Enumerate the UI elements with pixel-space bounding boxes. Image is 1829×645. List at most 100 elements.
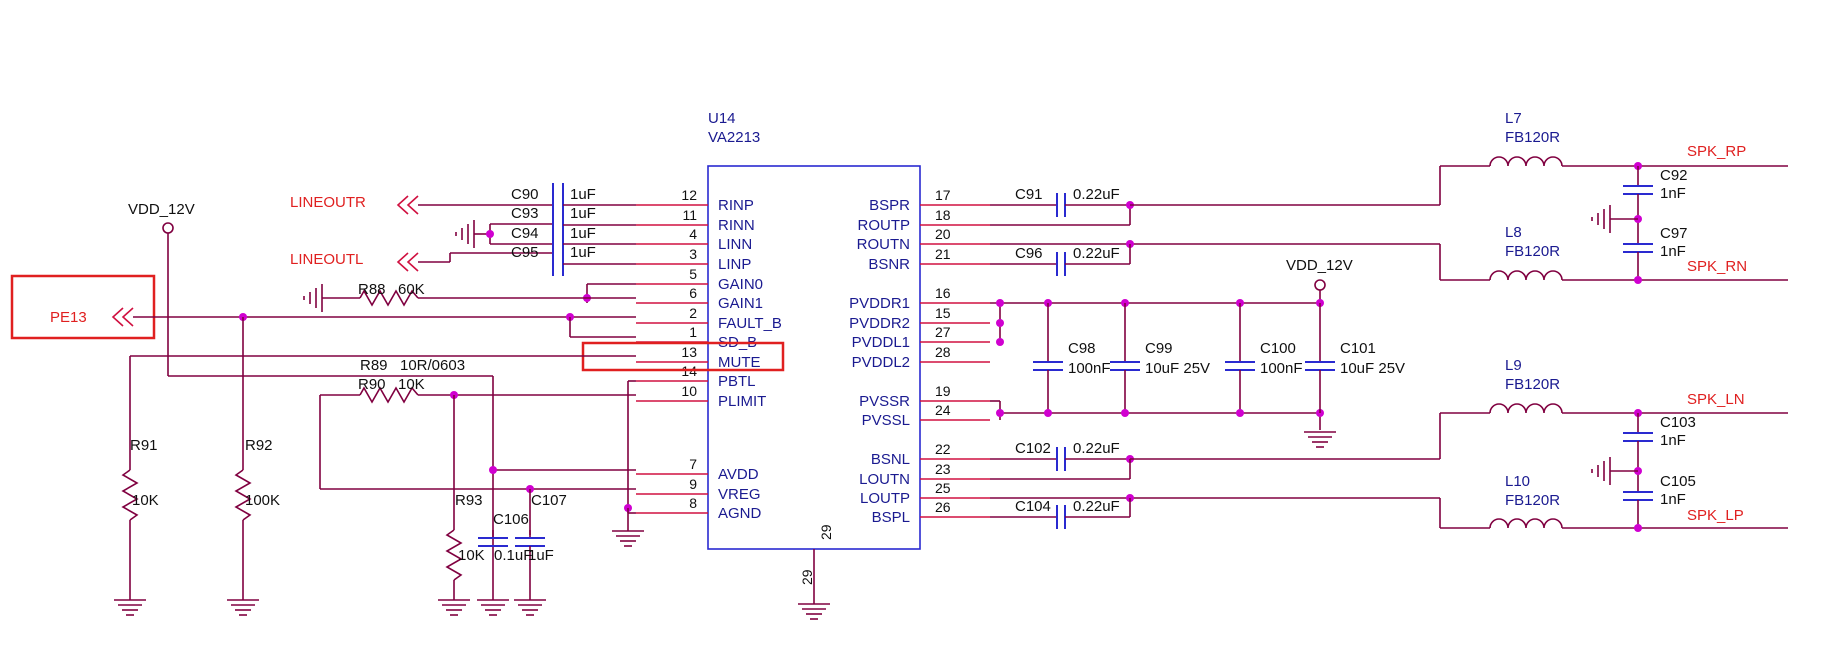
svg-text:AVDD: AVDD xyxy=(718,466,759,483)
r93-ref: R93 xyxy=(455,492,483,509)
l10-ref: L10 xyxy=(1505,473,1530,490)
svg-text:VDD_12V: VDD_12V xyxy=(128,201,195,218)
svg-text:4: 4 xyxy=(689,226,697,242)
pe13-highlight-box[interactable] xyxy=(10,274,156,340)
cap-c95-value: 1uF xyxy=(570,244,596,261)
inductor-l7[interactable] xyxy=(1489,156,1563,167)
net-port-lineoutr[interactable]: LINEOUTR xyxy=(290,194,419,215)
cap-c90-value: 1uF xyxy=(570,186,596,203)
svg-text:2: 2 xyxy=(689,305,697,321)
inductor-l9[interactable] xyxy=(1489,403,1563,414)
svg-text:13: 13 xyxy=(681,344,697,360)
inductor-l10[interactable] xyxy=(1489,518,1563,529)
capacitor-c103[interactable] xyxy=(1623,432,1653,442)
svg-text:MUTE: MUTE xyxy=(718,354,761,371)
inductor-l8[interactable] xyxy=(1489,270,1563,281)
net-port-lineoutl[interactable]: LINEOUTL xyxy=(290,251,419,272)
capacitor-c106[interactable] xyxy=(478,530,508,547)
svg-text:21: 21 xyxy=(935,246,951,262)
l10-value: FB120R xyxy=(1505,492,1560,509)
resistor-r90[interactable] xyxy=(359,386,419,404)
ic-right-pin-names: BSPR ROUTP ROUTN BSNR PVDDR1 PVDDR2 PVDD… xyxy=(849,197,910,526)
svg-text:23: 23 xyxy=(935,461,951,477)
l9-ref: L9 xyxy=(1505,357,1522,374)
svg-text:10: 10 xyxy=(681,383,697,399)
svg-text:3: 3 xyxy=(689,246,697,262)
net-spk-rp: SPK_RP xyxy=(1687,143,1746,160)
capacitor-c98[interactable] xyxy=(1033,299,1063,417)
ground-symbol xyxy=(455,220,475,248)
svg-text:11: 11 xyxy=(682,207,697,223)
cap-c93-value: 1uF xyxy=(570,205,596,222)
power-port-vdd-left[interactable]: VDD_12V xyxy=(128,201,195,376)
svg-text:BSPR: BSPR xyxy=(869,197,910,214)
c98-ref: C98 xyxy=(1068,340,1096,357)
net-pe13-label: PE13 xyxy=(50,309,87,326)
svg-text:ROUTN: ROUTN xyxy=(857,236,910,253)
input-capacitor-bank[interactable] xyxy=(552,183,564,276)
r90-value: 10K xyxy=(398,376,425,393)
ground-symbol xyxy=(303,284,323,312)
svg-text:VDD_12V: VDD_12V xyxy=(1286,257,1353,274)
power-port-vdd-right[interactable]: VDD_12V xyxy=(1286,257,1353,303)
svg-text:16: 16 xyxy=(935,285,951,301)
svg-text:9: 9 xyxy=(689,476,697,492)
c92-value: 1nF xyxy=(1660,185,1686,202)
c102-ref: C102 xyxy=(1015,440,1051,457)
ground-symbol xyxy=(514,599,546,616)
c104-value: 0.22uF xyxy=(1073,498,1120,515)
c91-ref: C91 xyxy=(1015,186,1043,203)
ic-right-pin-numbers: 17 18 20 21 16 15 27 28 19 24 22 23 25 2… xyxy=(935,187,951,515)
resistor-r92[interactable] xyxy=(234,469,252,521)
capacitor-c107[interactable] xyxy=(515,530,545,547)
c107-ref: C107 xyxy=(531,492,567,509)
c106-ref: C106 xyxy=(493,511,529,528)
resistor-r88[interactable] xyxy=(359,289,419,307)
ground-symbol xyxy=(477,599,509,616)
svg-text:18: 18 xyxy=(935,207,951,223)
capacitor-c91[interactable] xyxy=(1056,193,1066,217)
l8-value: FB120R xyxy=(1505,243,1560,260)
svg-text:LINEOUTL: LINEOUTL xyxy=(290,251,363,268)
svg-text:PVDDR1: PVDDR1 xyxy=(849,295,910,312)
svg-text:LOUTP: LOUTP xyxy=(860,490,910,507)
capacitor-c97[interactable] xyxy=(1623,243,1653,253)
capacitor-c92[interactable] xyxy=(1623,185,1653,195)
capacitor-c102[interactable] xyxy=(1056,447,1066,471)
svg-text:BSNL: BSNL xyxy=(871,451,910,468)
svg-text:7: 7 xyxy=(689,456,697,472)
svg-text:RINN: RINN xyxy=(718,217,755,234)
svg-text:24: 24 xyxy=(935,402,951,418)
r89-ref: R89 xyxy=(360,357,388,374)
svg-text:RINP: RINP xyxy=(718,197,754,214)
capacitor-c104[interactable] xyxy=(1056,505,1066,529)
capacitor-c105[interactable] xyxy=(1623,491,1653,501)
svg-text:29: 29 xyxy=(799,569,815,585)
r91-ref: R91 xyxy=(130,437,158,454)
svg-text:6: 6 xyxy=(689,285,697,301)
cap-c93-ref: C93 xyxy=(511,205,539,222)
svg-text:PVSSR: PVSSR xyxy=(859,393,910,410)
ic-left-pin-numbers: 12 11 4 3 5 6 2 1 13 14 10 7 9 8 xyxy=(681,187,697,511)
c99-ref: C99 xyxy=(1145,340,1173,357)
svg-text:29: 29 xyxy=(818,524,834,540)
net-spk-lp: SPK_LP xyxy=(1687,507,1744,524)
svg-text:8: 8 xyxy=(689,495,697,511)
capacitor-c101[interactable] xyxy=(1305,303,1335,413)
capacitor-c96[interactable] xyxy=(1056,252,1066,276)
ic-right-pins xyxy=(920,204,990,518)
c103-ref: C103 xyxy=(1660,414,1696,431)
c106-value: 0.1uF xyxy=(494,547,532,564)
resistor-r93[interactable] xyxy=(445,529,463,581)
r89-value: 10R/0603 xyxy=(400,357,465,374)
ic-part: VA2213 xyxy=(708,129,760,146)
net-spk-rn: SPK_RN xyxy=(1687,258,1747,275)
resistor-r91[interactable] xyxy=(121,469,139,521)
c100-ref: C100 xyxy=(1260,340,1296,357)
net-spk-ln: SPK_LN xyxy=(1687,391,1745,408)
capacitor-c99[interactable] xyxy=(1110,299,1140,417)
c91-value: 0.22uF xyxy=(1073,186,1120,203)
cap-c90-ref: C90 xyxy=(511,186,539,203)
r91-value: 10K xyxy=(132,492,159,509)
capacitor-c100[interactable] xyxy=(1225,299,1255,417)
